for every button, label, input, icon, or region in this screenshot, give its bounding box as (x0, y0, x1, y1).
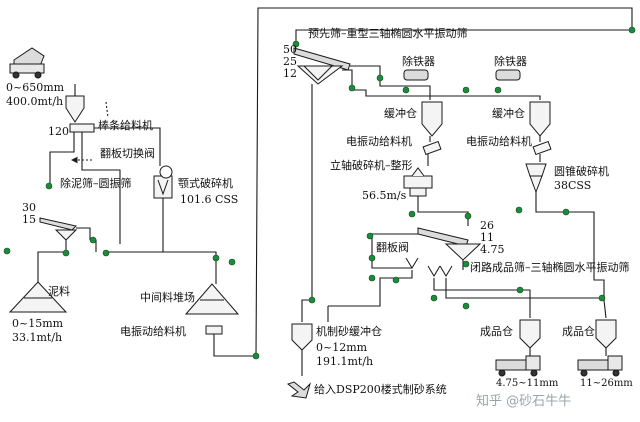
pre-bottom-size: 12 (283, 67, 297, 80)
vib-feeder-1-label: 电振动给料机 (120, 325, 186, 338)
vsi-speed-label: 56.5m/s (362, 189, 407, 202)
pre-screen-label: 预先筛–重型三轴椭圆水平振动筛 (308, 27, 468, 40)
closed-bottom-size: 4.75 (480, 243, 505, 256)
jaw-crusher-label: 颚式破碎机 (178, 177, 233, 190)
grizzly-feeder-label: 棒条给料机 (98, 119, 153, 132)
vsi-label: 立轴破碎机–整形 (330, 159, 413, 172)
mud-label: 泥料 (48, 285, 70, 298)
surge-bin-2-icon (529, 101, 551, 137)
closed-top-size: 26 (480, 219, 494, 232)
vib-feeder-2-icon (422, 140, 442, 156)
product-1-size: 4.75~11mm (496, 378, 559, 389)
jaw-css-label: 101.6 CSS (180, 193, 239, 206)
scrub-screen-icon (39, 217, 77, 231)
surge-bin-2-label: 缓冲仓 (492, 107, 525, 120)
flow-nodes (3, 26, 636, 360)
iron-remover-1-icon (403, 69, 429, 81)
flap-valve-2-icon (405, 257, 419, 269)
iron-remover-1-label: 除铁器 (402, 55, 435, 68)
cone-css-label: 38CSS (554, 179, 592, 192)
cone-crusher-icon (525, 163, 547, 194)
vib-feeder-1-icon (205, 325, 223, 335)
flap-valve-2-label: 翻板阀 (376, 241, 409, 254)
feed-rate-label: 400.0mt/h (6, 95, 64, 108)
watermark: 知乎 @砂石牛牛 (476, 394, 572, 409)
product-bin-1-label: 成品仓 (480, 325, 513, 338)
product-2-size: 11~26mm (580, 378, 633, 389)
dump-truck-icon (9, 47, 45, 79)
mud-pile-icon (8, 281, 68, 313)
product-bin-1-icon (519, 319, 541, 349)
sand-size-label: 0~12mm (316, 341, 368, 354)
product-truck-1-icon (495, 355, 541, 377)
sand-system-label: 给入DSP200楼式制砂系统 (314, 383, 447, 396)
cone-crusher-label: 圆锥破碎机 (554, 165, 609, 178)
sand-rate-label: 191.1mt/h (316, 355, 374, 368)
product-bin-2-label: 成品仓 (562, 325, 595, 338)
mud-size-label: 0~15mm (12, 317, 64, 330)
vsi-crusher-icon (403, 167, 433, 197)
closed-screen-label: 闭路成品筛–三轴椭圆水平振动筛 (470, 261, 630, 274)
vib-feeder-3-label: 电振动给料机 (466, 135, 532, 148)
product-truck-2-icon (577, 355, 623, 377)
sand-bin-icon (291, 323, 313, 351)
outbound-arrow-icon (286, 381, 312, 399)
closed-screen-icon (417, 227, 469, 247)
scrub-top-size: 30 (22, 201, 36, 214)
sand-bin-label: 机制砂缓冲仓 (316, 325, 382, 338)
pre-top-size: 50 (283, 43, 297, 56)
scrub-bottom-size: 15 (22, 213, 36, 226)
feed-size-label: 0~650mm (6, 81, 65, 94)
grizzly-size-label: 120 (48, 125, 69, 138)
stockpile-label: 中间料堆场 (140, 291, 195, 304)
flow-lines (37, 7, 633, 376)
feed-hopper-icon (65, 95, 85, 123)
mud-rate-label: 33.1mt/h (12, 331, 63, 344)
surge-bin-1-label: 缓冲仓 (384, 107, 417, 120)
flap-valve-1-label: 翻板切换阀 (100, 147, 155, 160)
jaw-crusher-icon (153, 165, 173, 199)
grizzly-feeder-icon (69, 123, 95, 133)
scrub-screen-label: 除泥筛–圆振筛 (60, 177, 132, 190)
surge-bin-1-icon (421, 101, 443, 137)
iron-remover-2-icon (495, 69, 521, 81)
stockpile-icon (184, 283, 240, 315)
pre-mid-size: 25 (283, 55, 297, 68)
iron-remover-2-label: 除铁器 (494, 55, 527, 68)
product-bin-2-icon (595, 319, 617, 349)
closed-mid-size: 11 (480, 231, 494, 244)
vib-feeder-2-label: 电振动给料机 (346, 135, 412, 148)
vib-feeder-3-icon (532, 140, 552, 156)
